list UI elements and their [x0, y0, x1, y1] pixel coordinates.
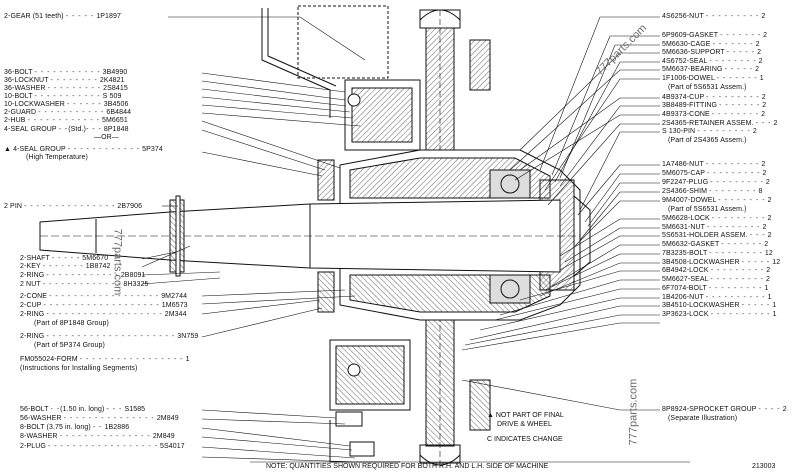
left-label: 2-PLUG - - - - - - - - - - - - - - - - -… [20, 443, 185, 450]
shaft [39, 195, 580, 277]
left-label: 8-BOLT (3.75 in. long) - - 1B2886 [20, 424, 130, 431]
right-label: 5M6628-LOCK - - - - - - - - - 2 [662, 215, 772, 222]
right-label: 4S6752-SEAL - - - - - - - - 2 [662, 58, 763, 65]
right-label: 5M6630-CAGE - - - - - - - 2 [662, 41, 760, 48]
right-label: 9F2247-PLUG - - - - - - - - - 2 [662, 179, 770, 186]
figure-number: 213003 [752, 463, 776, 470]
seal-parts [317, 39, 491, 457]
left-label: 2-RING - - - - - - - - - - - - - - - - -… [20, 333, 199, 340]
right-label: 5M6636-SUPPORT - - - - - 2 [662, 49, 762, 56]
left-label: 10-LOCKWASHER - - - - - - 3B4506 [4, 101, 129, 108]
right-label: 6F7074-BOLT - - - - - - - - - 1 [662, 285, 769, 292]
left-label: 2-SHAFT - - - - - 5M6670 [20, 255, 109, 262]
left-label: 2-KEY - - - - - - - 1B8742 [20, 263, 111, 270]
right-label: 2S4366-SHIM - - - - - - - - 8 [662, 188, 763, 195]
right-label: 3B8489-FITTING - - - - - - - 2 [662, 102, 767, 109]
left-label: 56-WASHER - - - - - - - - - - - - - - - … [20, 415, 179, 422]
left-label-note: (Part of 8P1848 Group) [34, 320, 109, 327]
left-label: 2 NUT - - - - - - - - - - - - - 8H3325 [20, 281, 149, 288]
left-label: 4-SEAL GROUP - -(Std.)- - - 8P1848 [4, 126, 129, 133]
right-label: 2S4365-RETAINER ASSEM. - - - 2 [662, 120, 778, 127]
right-label: 4S6256-NUT - - - - - - - - - 2 [662, 13, 766, 20]
left-label-note: (High Temperature) [26, 154, 88, 161]
not-part-note: ▲ NOT PART OF FINAL [487, 412, 564, 419]
right-label-note: (Part of 5S6531 Assem.) [668, 206, 747, 213]
change-note: C INDICATES CHANGE [487, 436, 563, 443]
left-label: 56-BOLT - -(1.50 in. long) - - - S1585 [20, 406, 146, 413]
left-label-or: —OR— [94, 134, 119, 141]
left-label: 2-GEAR (51 teeth) - - - - - 1P1897 [4, 13, 121, 20]
right-label: 4B9374-CUP - - - - - - - - - 2 [662, 94, 766, 101]
right-label: 1B4206-NUT - - - - - - - - - - 1 [662, 294, 772, 301]
left-leader-lines [141, 16, 366, 463]
right-label: 3B4508-LOCKWASHER - - - - - 12 [662, 259, 781, 266]
right-label: 1A7486-NUT - - - - - - - - - 2 [662, 161, 766, 168]
footer-note: NOTE: QUANTITIES SHOWN REQUIRED FOR BOTH… [266, 463, 549, 470]
left-label: 2-CONE - - - - - - - - - - - - - - - - -… [20, 293, 188, 300]
right-label: 5M6632-GASKET - - - - - - - 2 [662, 241, 769, 248]
left-label: 2-HUB - - - - - - - - - - - - 5M6651 [4, 117, 128, 124]
left-label: 2-RING - - - - - - - - - - - - 2B8091 [20, 272, 146, 279]
right-label: 6B4942-LOCK - - - - - - - - - 2 [662, 267, 771, 274]
left-label: 36-LOCKNUT - - - - - - - - 2K4821 [4, 77, 125, 84]
right-label: 5M6627-SEAL - - - - - - - - - 2 [662, 276, 771, 283]
left-label: 2-RING - - - - - - - - - - - - - - - - -… [20, 311, 187, 318]
watermark: 777parts.com [627, 378, 640, 446]
right-label-note: (Part of 5S6531 Assem.) [668, 84, 747, 91]
right-label: 1F1006-DOWEL - - - - - - - 1 [662, 75, 764, 82]
watermark: 777parts.com [111, 228, 124, 296]
right-label: 8P8924-SPROCKET GROUP - - - - 2 [662, 406, 787, 413]
right-label: 7B3235-BOLT - - - - - - - - - 12 [662, 250, 773, 257]
right-label: 5M6075-CAP - - - - - - - - - 2 [662, 170, 767, 177]
left-label: 10-BOLT - - - - - - - - - - - S 509 [4, 93, 122, 100]
right-label: 9M4007-DOWEL - - - - - - - - 2 [662, 197, 772, 204]
right-label: 4B9373-CONE - - - - - - - - 2 [662, 111, 766, 118]
right-label: 5S6531-HOLDER ASSEM. - - - 2 [662, 232, 772, 239]
not-part-note-2: DRIVE & WHEEL [497, 421, 552, 428]
left-label: 2-CUP - - - - - - - - - - - - - - - - - … [20, 302, 188, 309]
left-label: 36-BOLT - - - - - - - - - - - 3B4990 [4, 69, 128, 76]
right-label: 3P3623-LOCK - - - - - - - - - - 1 [662, 311, 777, 318]
right-label: 3B4510-LOCKWASHER - - - - - 1 [662, 302, 777, 309]
right-label-note: (Part of 2S4365 Assem.) [668, 137, 747, 144]
right-label: 5M6631-NUT - - - - - - - - - 2 [662, 224, 767, 231]
left-label: 2-GUARD - - - - - - - - - - - 6B4844 [4, 109, 132, 116]
left-label: 2 PIN - - - - - - - - - - - - - - - 2B79… [4, 203, 143, 210]
left-label: ▲ 4-SEAL GROUP - - - - - - - - - - - - 5… [4, 146, 163, 153]
upper-guard-outline [261, 5, 421, 151]
left-label-note: (Instructions for Installing Segments) [20, 365, 138, 372]
left-label: FM055024-FORM - - - - - - - - - - - - - … [20, 356, 190, 363]
right-label: 6P9609-GASKET - - - - - - - 2 [662, 32, 768, 39]
right-label: 5M6637-BEARING - - - - - 2 [662, 66, 760, 73]
left-label-note: (Part of 5P374 Group) [34, 342, 105, 349]
right-leader-lines [461, 16, 660, 411]
right-label: S 130-PIN - - - - - - - - - 2 [662, 128, 757, 135]
left-label: 36-WASHER - - - - - - - - - 2S8415 [4, 85, 128, 92]
left-label: 8-WASHER - - - - - - - - - - - - - - - 2… [20, 433, 175, 440]
right-label-note: (Separate Illustration) [668, 415, 738, 422]
